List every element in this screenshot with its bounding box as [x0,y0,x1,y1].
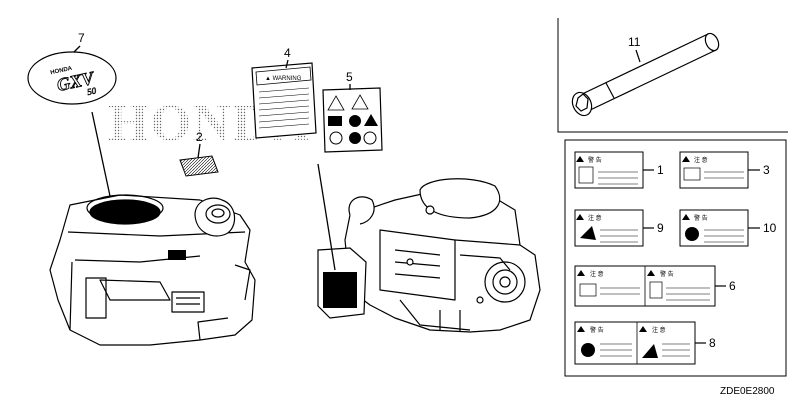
label8-title-right: 注 意 [652,326,666,334]
callout-2: 2 [196,130,203,144]
callout-6: 6 [729,279,736,293]
label10-title: 警 告 [694,214,708,222]
label9-title: 注 意 [588,214,602,222]
label-8: 警 告 注 意 [574,321,696,365]
callout-8: 8 [709,336,716,350]
callout-10: 10 [763,221,777,235]
label-position-mark-left [168,250,186,260]
callout-5: 5 [346,70,353,84]
engine-right-illustration [344,178,541,333]
engine-left-illustration [49,194,256,346]
emblem-brand-text: HONDA [50,66,73,77]
diagram-code: ZDE0E2800 [720,386,775,397]
label4-header-text: ▲ WARNING [265,76,302,82]
callout-9: 9 [657,221,664,235]
label-6: 注 意 警 告 [574,265,716,307]
emblem-size-text: 50 [86,85,97,97]
label1-title: 警 告 [588,156,602,164]
warning-label-4: ▲ WARNING [251,62,317,139]
label-on-right-engine [317,247,367,319]
label-1: 警 告 [574,151,644,189]
label-3: 注 意 [679,151,749,189]
leader-11 [635,49,641,63]
callout-4: 4 [284,46,291,60]
gxv-emblem: HONDA GXV 50 [27,51,117,105]
label-10: 警 告 [679,209,749,247]
leader-lines [73,45,351,271]
label6-title-left: 注 意 [590,270,604,278]
small-label-plate [179,155,219,177]
label3-title: 注 意 [694,156,708,164]
label6-title-right: 警 告 [660,270,674,278]
callout-1: 1 [657,163,664,177]
label8-title-left: 警 告 [590,326,604,334]
label-9: 注 意 [574,209,644,247]
tool-box-frame [557,18,788,133]
callout-3: 3 [763,163,770,177]
callout-11: 11 [628,35,641,49]
socket-wrench-tool [571,32,720,117]
japanese-labels-box [564,139,787,377]
pictogram-label-5 [322,87,383,153]
callout-7: 7 [78,31,85,45]
